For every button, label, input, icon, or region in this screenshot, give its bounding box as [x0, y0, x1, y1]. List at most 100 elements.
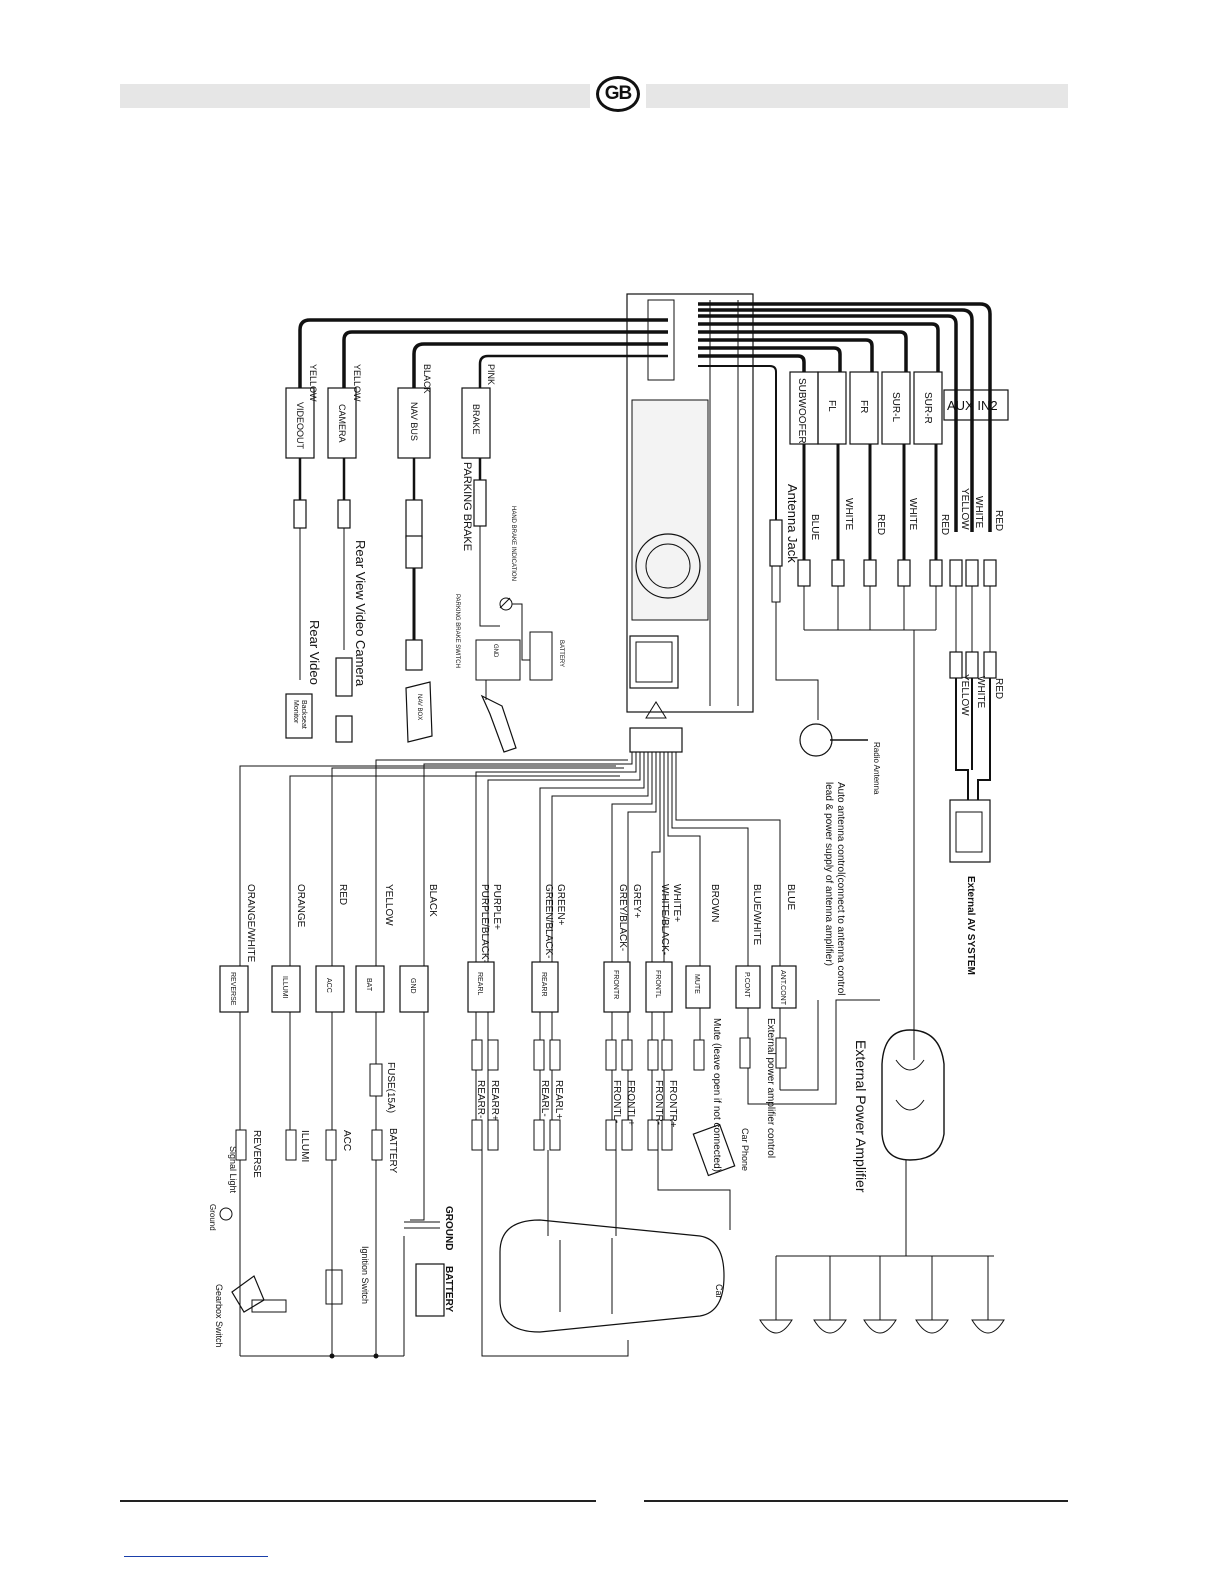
- ground-small-label: Ground: [208, 1204, 217, 1231]
- box-brake: BRAKE: [471, 404, 481, 435]
- battery-small-label: BATTERY: [558, 640, 564, 667]
- rca-label-surl: SUR-L: [890, 392, 901, 422]
- harness-color-bluewhite: BLUE/WHITE: [751, 884, 762, 945]
- rca-label-surr: SUR-R: [922, 392, 933, 424]
- harness-color-yellow: YELLOW: [383, 884, 394, 926]
- external-av-box: [949, 799, 991, 863]
- box-rearl: REARL: [476, 972, 483, 995]
- box-pcont: P.CONT: [743, 972, 750, 998]
- header-bar-right: [646, 84, 1068, 108]
- box-rearr: REARR: [540, 972, 547, 997]
- box-acc: ACC: [325, 978, 332, 993]
- wire-pink: PINK: [486, 364, 496, 385]
- box-frontl: FRONTL: [654, 970, 661, 998]
- aux-color-red: RED: [993, 678, 1004, 699]
- box-nav-bus: NAV BUS: [409, 402, 419, 441]
- harness-color-blue: BLUE: [785, 884, 796, 910]
- ext-amp-label: External Power Amplifier: [853, 1040, 869, 1193]
- antenna-jack-label: Antenna Jack: [785, 484, 800, 563]
- box-reverse: REVERSE: [229, 972, 236, 1006]
- harness-color-orangewhite: ORANGE/WHITE: [245, 884, 256, 963]
- ground-label: GROUND: [443, 1206, 454, 1250]
- parking-brake-lever-icon: [480, 694, 517, 753]
- backseat-monitor-line2: Monitor: [292, 700, 299, 724]
- spk-rearl-minus: REARL-: [539, 1080, 550, 1117]
- battery-harness-label: BATTERY: [387, 1128, 398, 1174]
- spk-rearr-minus: REARR-: [475, 1080, 486, 1118]
- rca-color-white-3: WHITE: [973, 496, 984, 529]
- box-mute: MUTE: [693, 974, 700, 994]
- footer-link-underline: [124, 1556, 268, 1557]
- box-videoout: VIDEOOUT: [295, 402, 305, 450]
- harness-color-white-plus: WHITE+: [671, 884, 682, 922]
- wire-yellow-2: YELLOW: [352, 364, 362, 402]
- spk-rearl-plus: REARL+: [553, 1080, 564, 1119]
- spk-frontl-minus: FRONTL-: [611, 1080, 622, 1123]
- parking-brake-label: PARKING BRAKE: [461, 462, 473, 551]
- rear-view-camera-label: Rear View Video Camera: [353, 540, 368, 687]
- rca-color-blue: BLUE: [809, 514, 820, 540]
- harness-color-purple-plus: PURPLE+: [491, 884, 502, 930]
- external-amplifier-icon: [881, 1029, 945, 1161]
- wire-yellow-1: YELLOW: [308, 364, 318, 402]
- spk-frontl-plus: FRONTL+: [625, 1080, 636, 1126]
- rca-label-subwoofer: SUBWOOFER: [796, 378, 807, 444]
- rear-video-label: Rear Video: [307, 620, 322, 685]
- spk-rearr-plus: REARR+: [489, 1080, 500, 1121]
- harness-color-greenblack: GREEN/BLACK-: [543, 884, 554, 958]
- reverse-label: REVERSE: [251, 1130, 262, 1178]
- rca-label-fr: FR: [858, 400, 869, 413]
- footer-rule-right: [644, 1500, 1068, 1502]
- box-frontr: FRONTR: [612, 970, 619, 999]
- spk-frontr-plus: FRONTR+: [667, 1080, 678, 1128]
- harness-color-red: RED: [337, 884, 348, 905]
- auto-antenna-line1: Auto antenna control(connect to antenna …: [835, 782, 846, 995]
- aux-in2-label: AUX IN2: [947, 398, 998, 413]
- ignition-switch-label: Ignition Switch: [360, 1246, 370, 1304]
- car-label: Car: [714, 1284, 724, 1299]
- external-av-label: External AV SYSTEM: [965, 876, 976, 975]
- auto-antenna-line2: lead & power supply of antenna amplifier…: [823, 782, 834, 966]
- harness-color-green-plus: GREEN+: [555, 884, 566, 926]
- radio-antenna-label: Radio Antenna: [872, 742, 881, 795]
- gnd-small-label: GND: [492, 644, 498, 658]
- harness-color-purpleblack: PURPLE/BLACK-: [479, 884, 490, 963]
- box-illumi: ILLUMI: [281, 976, 288, 999]
- car-phone-icon: [692, 1123, 736, 1177]
- box-bat: BAT: [365, 978, 372, 992]
- illumi-label: ILLUMI: [299, 1130, 310, 1162]
- box-camera: CAMERA: [337, 404, 347, 443]
- harness-color-greyblack: GREY/BLACK-: [617, 884, 628, 951]
- harness-color-brown: BROWN: [709, 884, 720, 922]
- rca-label-fl: FL: [826, 400, 837, 412]
- rca-color-white-1: WHITE: [843, 498, 854, 531]
- radio-antenna-icon: [799, 723, 833, 757]
- car-phone-label: Car Phone: [740, 1128, 750, 1171]
- signal-light-label: Signal Light: [228, 1146, 238, 1194]
- rca-color-yellow: YELLOW: [959, 488, 970, 530]
- nav-box-icon: [405, 681, 433, 743]
- harness-color-grey-plus: GREY+: [631, 884, 642, 918]
- box-antcont: ANT.CONT: [779, 970, 786, 1006]
- fuse-label: FUSE(15A): [385, 1062, 396, 1113]
- fan-icon: [635, 533, 701, 599]
- camera-icon: [335, 657, 353, 697]
- header-bar-left: [120, 84, 590, 108]
- harness-color-whiteblack: WHITE/BLACK-: [659, 884, 670, 955]
- rca-color-red-2: RED: [939, 514, 950, 535]
- battery2-label: BATTERY: [443, 1266, 454, 1312]
- aux-color-white: WHITE: [975, 676, 986, 709]
- car-icon: [499, 1219, 725, 1333]
- rca-color-red-1: RED: [875, 514, 886, 535]
- ext-amp-control-label: External power amplifier control: [765, 1018, 776, 1158]
- spk-frontr-minus: FRONTR-: [653, 1080, 664, 1125]
- footer-rule-left: [120, 1500, 596, 1502]
- handbrake-indication-label: HAND BRAKE INDICATION: [510, 506, 516, 581]
- parking-brake-switch-label: PARKING BRAKE SWITCH: [454, 594, 460, 668]
- rca-color-white-2: WHITE: [907, 498, 918, 531]
- mute-note-label: Mute (leave open if not connected): [711, 1018, 722, 1172]
- harness-color-black: BLACK: [427, 884, 438, 917]
- gearbox-switch-icon: [231, 1275, 265, 1313]
- backseat-monitor-line1: Backseat: [300, 700, 307, 729]
- gb-badge: GB: [596, 76, 640, 112]
